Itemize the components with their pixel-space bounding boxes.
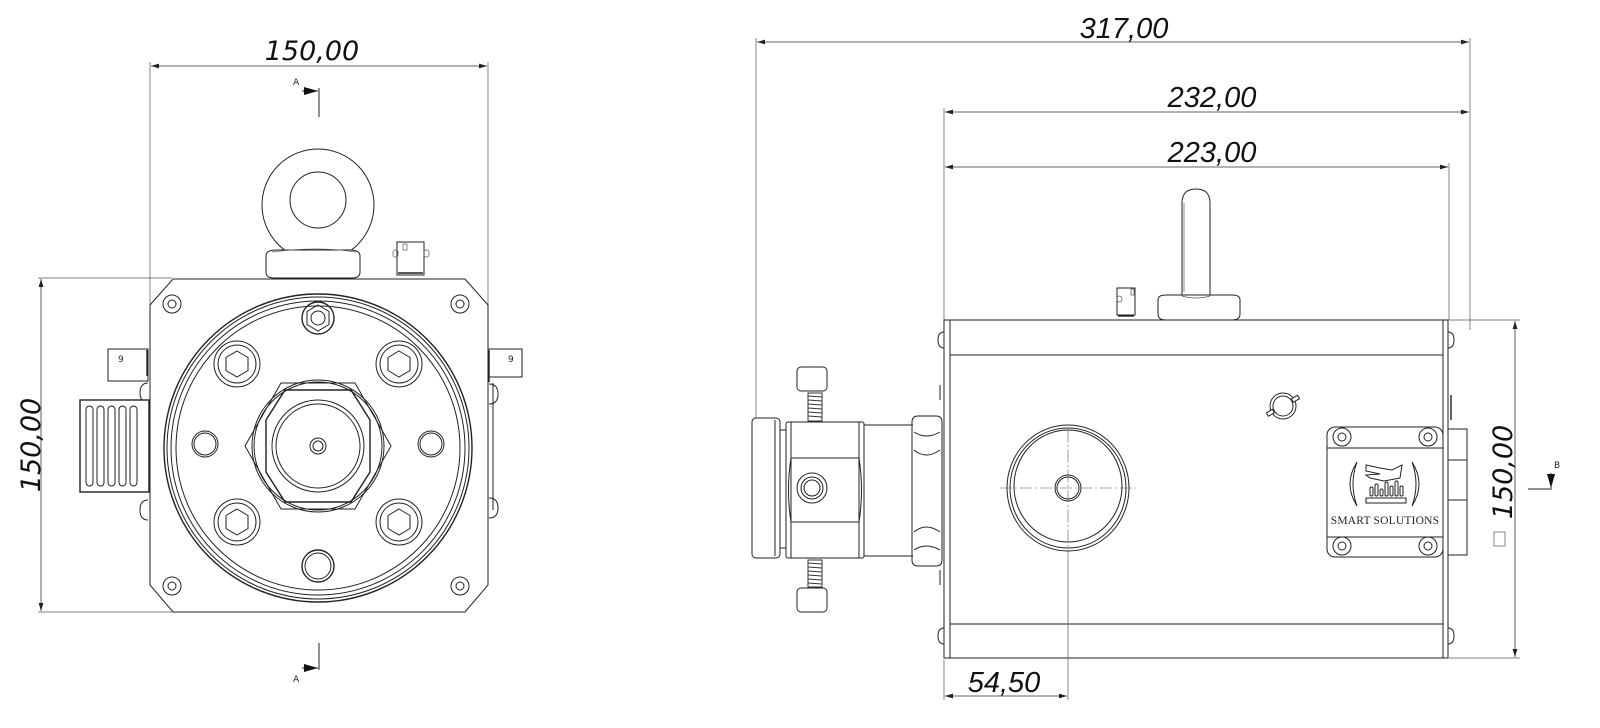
cooling-fins	[79, 399, 150, 493]
face-offset-dimension: 54,50	[943, 660, 1067, 700]
front-height-value: 150,00	[16, 398, 47, 492]
screw-lower-right	[375, 498, 423, 546]
square-section-dimension: 150,00	[1449, 319, 1520, 659]
thumb-screw-bottom	[796, 559, 828, 613]
section-label-b: B	[1554, 461, 1560, 471]
housing-length-value: 223,00	[1167, 137, 1257, 169]
section-marker-a-top: A	[293, 78, 320, 117]
section-marker-a-bottom: A	[293, 643, 320, 685]
front-width-dimension: 150,00	[149, 36, 489, 318]
screw-upper-right	[375, 340, 423, 388]
screw-lower-left	[213, 498, 261, 546]
hex-nut	[244, 379, 392, 513]
side-view: 317,00 232,00 223,00	[751, 13, 1560, 700]
section-label-a-top: A	[293, 78, 300, 88]
housing-length-dimension: 223,00	[945, 137, 1450, 320]
square-section-value: 150,00	[1488, 425, 1519, 519]
bottom-plug	[301, 549, 335, 583]
screw-upper-left	[213, 340, 261, 388]
left-connector-label: 9	[118, 355, 124, 365]
thumb-screw-top	[796, 366, 828, 422]
end-cap	[751, 417, 786, 559]
flange-plate	[149, 278, 489, 613]
square-symbol-icon	[1493, 531, 1506, 547]
front-height-dimension: 150,00	[16, 277, 172, 613]
eye-bolt-front	[261, 148, 375, 279]
left-side-connector: 9	[107, 348, 149, 521]
neck-tube	[862, 424, 913, 557]
flange-circles	[163, 293, 473, 603]
right-connector-label: 9	[508, 355, 514, 365]
magnet-face	[1000, 424, 1136, 700]
section-label-a-bottom: A	[293, 675, 300, 685]
eye-bolt-side	[1157, 188, 1241, 321]
right-side-connector: 9	[487, 348, 523, 519]
face-offset-value: 54,50	[968, 667, 1041, 699]
nameplate: SMART SOLUTIONS	[1326, 426, 1444, 558]
connector-front	[392, 241, 430, 276]
front-width-value: 150,00	[265, 36, 359, 67]
overall-length-dimension: 317,00	[755, 13, 1471, 422]
section-marker-b: B	[1528, 461, 1560, 490]
corner-holes	[162, 294, 470, 596]
brand-logo-icon	[1349, 461, 1420, 507]
vent-fitting	[1265, 392, 1301, 420]
end-plate	[1447, 428, 1468, 556]
body-length-dimension: 232,00	[943, 82, 1469, 320]
clamp-block	[785, 421, 865, 559]
top-plug	[301, 301, 335, 335]
hex-fitting	[911, 415, 943, 567]
socket-cap-screws	[213, 340, 423, 546]
front-view: 150,00 150,00 A A	[16, 36, 523, 685]
overall-length-value: 317,00	[1080, 13, 1169, 45]
side-holes	[191, 430, 445, 458]
connector-side	[1116, 287, 1136, 317]
body-length-value: 232,00	[1167, 82, 1257, 114]
brand-name: SMART SOLUTIONS	[1331, 515, 1440, 527]
